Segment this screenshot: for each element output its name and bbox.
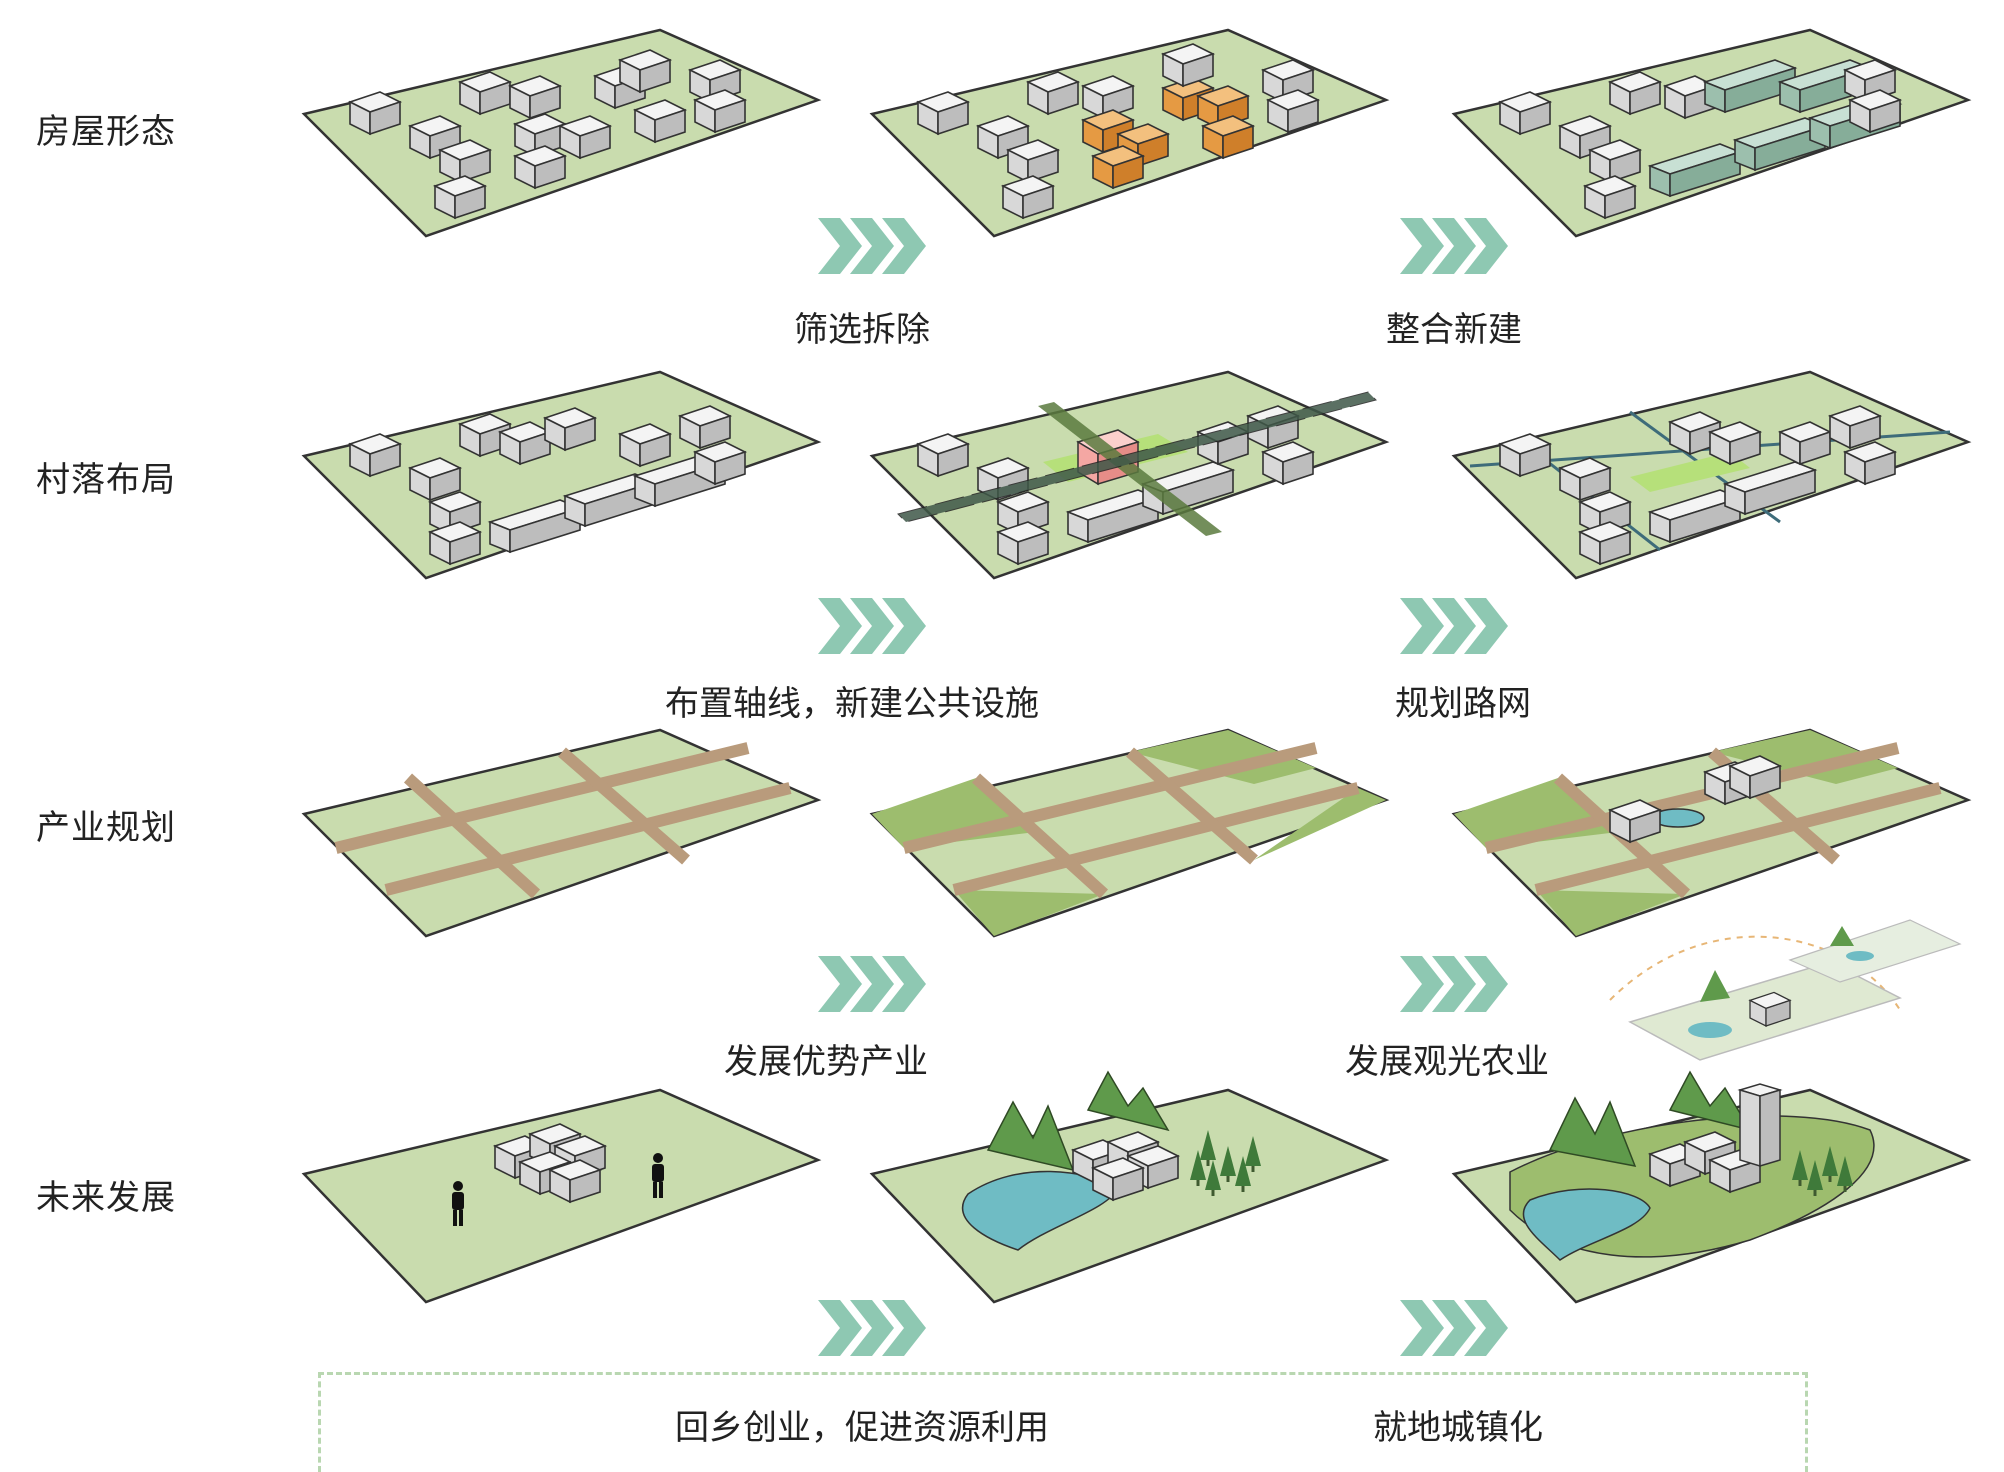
scene-layout-axis — [869, 370, 1390, 580]
step-label-integrate-build: 整合新建 — [1386, 310, 1522, 350]
chevron-right-icon — [818, 956, 926, 1012]
scene-houses-original — [301, 28, 822, 238]
chevron-right-icon — [818, 598, 926, 654]
row-label-house-form: 房屋形态 — [36, 112, 176, 152]
step-label-advantage-industry: 发展优势产业 — [724, 1042, 928, 1082]
scene-industry-fields — [869, 728, 1390, 938]
row-label-industry-plan: 产业规划 — [36, 808, 176, 848]
step-label-axis-facilities: 布置轴线，新建公共设施 — [665, 684, 1039, 724]
scene-houses-rebuilt — [1451, 28, 1972, 238]
scene-future-return — [301, 1088, 822, 1304]
step-label-return-entrepreneur: 回乡创业，促进资源利用 — [675, 1408, 1049, 1448]
chevron-right-icon — [1400, 598, 1508, 654]
mountain-icon — [1086, 1070, 1170, 1132]
chevron-right-icon — [1400, 956, 1508, 1012]
row-label-village-layout: 村落布局 — [36, 460, 176, 500]
mountain-icon — [1548, 1096, 1637, 1167]
step-label-local-urbanization: 就地城镇化 — [1373, 1408, 1543, 1448]
mountain-icon — [986, 1100, 1075, 1172]
scene-future-urbanization — [1451, 935, 1972, 1304]
scene-industry-resort — [1451, 728, 1972, 938]
summary-dashed-frame — [318, 1372, 1808, 1472]
mountain-icon — [1668, 1070, 1752, 1132]
floating-layer-upper — [1788, 919, 1962, 983]
step-label-sightseeing-agri: 发展观光农业 — [1345, 1042, 1549, 1082]
scene-future-industry — [869, 1070, 1390, 1304]
step-label-screen-demolish: 筛选拆除 — [794, 310, 930, 350]
scene-industry-grid — [301, 728, 822, 938]
scene-houses-demolish — [869, 28, 1390, 238]
step-label-road-network: 规划路网 — [1395, 684, 1531, 724]
row-label-future-dev: 未来发展 — [36, 1178, 176, 1218]
floating-layer-lower — [1628, 961, 1902, 1061]
building-icon — [1737, 1083, 1783, 1168]
scene-layout-roads — [1451, 370, 1972, 580]
scene-layout-original — [301, 370, 822, 580]
